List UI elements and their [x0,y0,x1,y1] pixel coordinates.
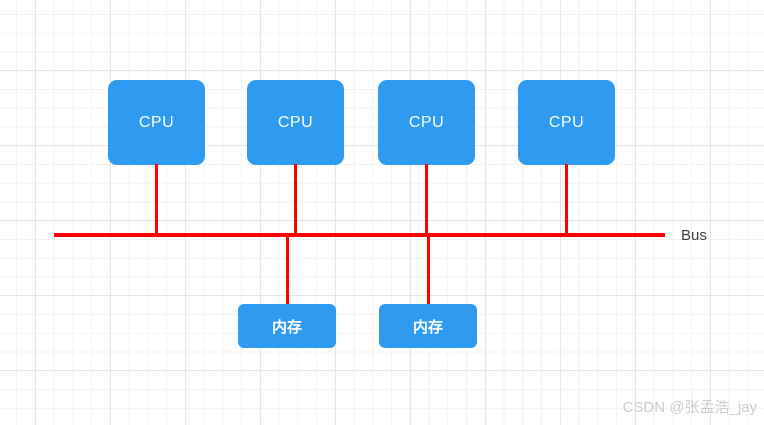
connector-cpu2-bus [294,164,297,235]
memory-node-2: 内存 [379,304,477,348]
connector-cpu4-bus [565,164,568,235]
cpu-node-4: CPU [518,80,615,165]
memory-node-1: 内存 [238,304,336,348]
watermark: CSDN @张孟浩_jay [622,399,757,416]
connector-bus-memory2 [427,237,430,304]
cpu-node-3: CPU [378,80,475,165]
cpu-node-4-label: CPU [548,113,585,131]
cpu-node-2: CPU [247,80,344,165]
memory-node-2-label: 内存 [412,318,443,336]
cpu-node-2-label: CPU [277,113,314,131]
cpu-node-3-label: CPU [408,113,445,131]
cpu-node-1: CPU [108,80,205,165]
cpu-node-1-label: CPU [138,113,175,131]
memory-node-1-label: 内存 [271,318,302,336]
connector-cpu1-bus [155,164,158,235]
bus-label: Bus [681,227,707,244]
connector-bus-memory1 [286,237,289,304]
bus-line [54,233,665,237]
connector-cpu3-bus [425,164,428,235]
